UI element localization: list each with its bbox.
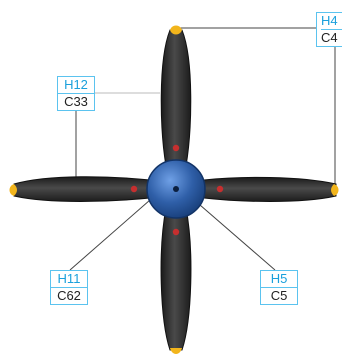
blade-right — [203, 176, 339, 202]
propeller-hub — [146, 159, 206, 219]
blade-bottom — [160, 207, 192, 354]
leader-lines — [69, 27, 341, 271]
leader-line-h5 — [199, 204, 276, 271]
blade-top — [160, 25, 192, 167]
callout-h12: H12 C33 — [57, 76, 95, 111]
callout-h11-hole: H11 — [51, 271, 87, 288]
callout-h4-code: C4 — [321, 30, 338, 45]
callout-h5-hole: H5 — [261, 271, 297, 288]
blade-tip-top — [170, 25, 182, 35]
blade-tip-bottom — [170, 348, 182, 354]
bolt-left — [130, 185, 138, 193]
bolt-right — [216, 185, 224, 193]
blade-left — [9, 176, 151, 202]
leader-line-h11 — [69, 199, 151, 271]
callout-h5: H5 C5 — [260, 270, 298, 305]
callout-h12-code: C33 — [64, 94, 88, 109]
callout-h11: H11 C62 — [50, 270, 88, 305]
bolt-bottom — [172, 228, 180, 236]
callout-h12-hole: H12 — [58, 77, 94, 94]
callout-h4: H4 C4 — [316, 12, 342, 47]
blade-tip-left — [9, 184, 17, 196]
hub-center-bolt — [173, 186, 179, 192]
blade-tip-right — [331, 184, 339, 196]
callout-h11-code: C62 — [57, 288, 81, 303]
callout-h4-hole: H4 — [321, 13, 342, 30]
leader-line-h4 — [178, 27, 341, 188]
bolt-top — [172, 144, 180, 152]
callout-h5-code: C5 — [270, 288, 288, 303]
